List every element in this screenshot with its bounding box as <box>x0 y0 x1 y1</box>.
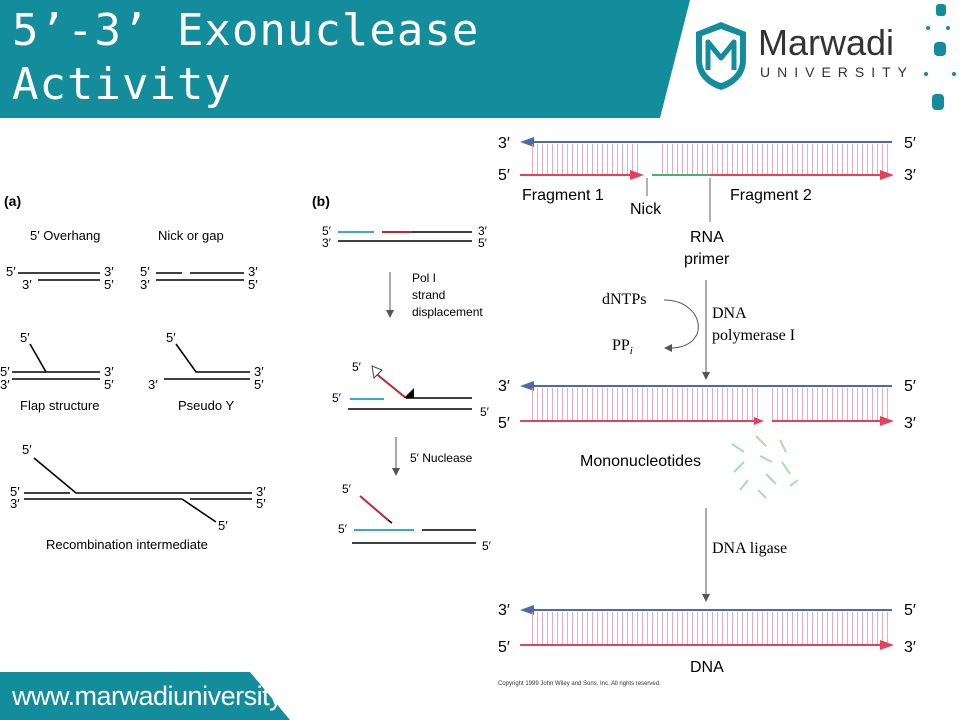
footer-url: www.marwadiuniversity.ac.in <box>12 681 342 711</box>
b1-3-top: 3′ <box>478 224 488 238</box>
c2-3-bottom: 3′ <box>904 415 916 432</box>
copyright-text: Copyright 1999 John Wiley and Sons, Inc.… <box>498 681 661 687</box>
flap-label: Flap structure <box>20 398 99 413</box>
pseudo-3-top: 3′ <box>254 364 264 379</box>
university-logo: Marwadi UNIVERSITY <box>758 22 915 81</box>
fragment1-label: Fragment 1 <box>522 187 604 204</box>
nick-5-top: 5′ <box>140 264 150 279</box>
c1-3-bottom: 3′ <box>904 167 916 184</box>
slide-title: 5’-3’ Exonuclease Activity <box>12 4 479 112</box>
b3-5-bottom: 5′ <box>482 539 492 553</box>
dna-label: DNA <box>690 659 724 676</box>
nick-3-top: 3′ <box>248 264 258 279</box>
slide-title-line2: Activity <box>12 59 232 110</box>
c1-5-top: 5′ <box>904 135 916 152</box>
flap-3-bottom: 3′ <box>0 377 10 392</box>
title-banner <box>0 0 690 118</box>
flap-3-top: 3′ <box>104 364 114 379</box>
rna-primer-line2: primer <box>684 251 730 268</box>
c1-3-top: 3′ <box>498 135 510 152</box>
overhang-3-bottom: 3′ <box>22 277 32 292</box>
panel-b-diagram: (b) 5′ 3′ 3′ 5′ Pol I strand displacemen… <box>312 193 492 553</box>
c3-5-bottom: 5′ <box>498 639 510 656</box>
mononucleotides-label: Mononucleotides <box>580 453 701 470</box>
mononucleotide-fragments <box>731 435 799 499</box>
panel-b-tag: (b) <box>312 193 330 209</box>
pseudo-5-bottom: 5′ <box>254 377 264 392</box>
nick-5-bottom: 5′ <box>248 277 258 292</box>
logo-subtitle: UNIVERSITY <box>760 64 915 80</box>
flap-5-tip: 5′ <box>20 330 30 345</box>
b1-3-bottom: 3′ <box>322 236 332 250</box>
c3-3-bottom: 3′ <box>904 639 916 656</box>
university-shield-icon <box>696 22 746 90</box>
flap-5-top: 5′ <box>0 364 10 379</box>
pseudo-5-tip: 5′ <box>166 330 176 345</box>
ligase-label: DNA ligase <box>712 540 787 557</box>
pol-i-line2: strand <box>412 288 445 302</box>
overhang-3-top: 3′ <box>104 264 114 279</box>
pol-i-line1: Pol I <box>412 271 436 285</box>
recombination-label: Recombination intermediate <box>46 537 208 552</box>
c3-5-top: 5′ <box>904 602 916 619</box>
b3-5-flap: 5′ <box>342 482 352 496</box>
nuclease-label: 5′ Nuclease <box>410 451 473 465</box>
overhang-5-top: 5′ <box>6 264 16 279</box>
panel-a-tag: (a) <box>4 193 21 209</box>
recomb-5-left: 5′ <box>10 484 20 499</box>
c2-5-bottom: 5′ <box>498 415 510 432</box>
polymerase-line2: polymerase I <box>712 327 795 344</box>
recomb-5-right: 5′ <box>256 496 266 511</box>
c2-5-top: 5′ <box>904 378 916 395</box>
b1-5-top: 5′ <box>322 224 332 238</box>
panel-c-diagram: 3′ 5′ 5′ 3′ Fragment 1 Fragment 2 Nick R… <box>498 135 916 687</box>
b2-5-primer: 5′ <box>332 391 342 405</box>
recomb-3-left: 3′ <box>10 496 20 511</box>
c2-3-top: 3′ <box>498 378 510 395</box>
recomb-5-tail: 5′ <box>218 518 228 533</box>
c1-5-bottom: 5′ <box>498 167 510 184</box>
pseudo-3-bottom: 3′ <box>148 377 158 392</box>
b3-5-primer: 5′ <box>338 522 348 536</box>
overhang-label: 5′ Overhang <box>30 228 100 243</box>
polymerase-line1: DNA <box>712 305 747 322</box>
pseudo-y-label: Pseudo Y <box>178 398 234 413</box>
b2-5-flap: 5′ <box>352 360 362 374</box>
slide-title-line1: 5’-3’ Exonuclease <box>12 5 480 56</box>
recomb-5-tip: 5′ <box>22 442 32 457</box>
flap-5-bottom: 5′ <box>104 377 114 392</box>
nick-label: Nick <box>630 201 662 218</box>
rna-primer-line1: RNA <box>690 229 724 246</box>
dntps-label: dNTPs <box>602 291 646 308</box>
c3-3-top: 3′ <box>498 602 510 619</box>
b1-5-bottom: 5′ <box>478 236 488 250</box>
nick-3-bottom: 3′ <box>140 277 150 292</box>
overhang-5-bottom: 5′ <box>104 277 114 292</box>
nick-gap-label: Nick or gap <box>158 228 224 243</box>
pol-i-line3: displacement <box>412 305 483 319</box>
logo-name: Marwadi <box>758 22 895 63</box>
ppi-label: PPi <box>612 337 633 357</box>
b2-5-bottom: 5′ <box>480 405 490 419</box>
footer-band <box>0 672 290 720</box>
recomb-3-right: 3′ <box>256 484 266 499</box>
panel-a-diagram: (a) 5′ Overhang Nick or gap 5′ 3′ 3′ 5′ … <box>0 193 266 552</box>
fragment2-label: Fragment 2 <box>730 187 812 204</box>
decorative-dots <box>924 4 956 110</box>
